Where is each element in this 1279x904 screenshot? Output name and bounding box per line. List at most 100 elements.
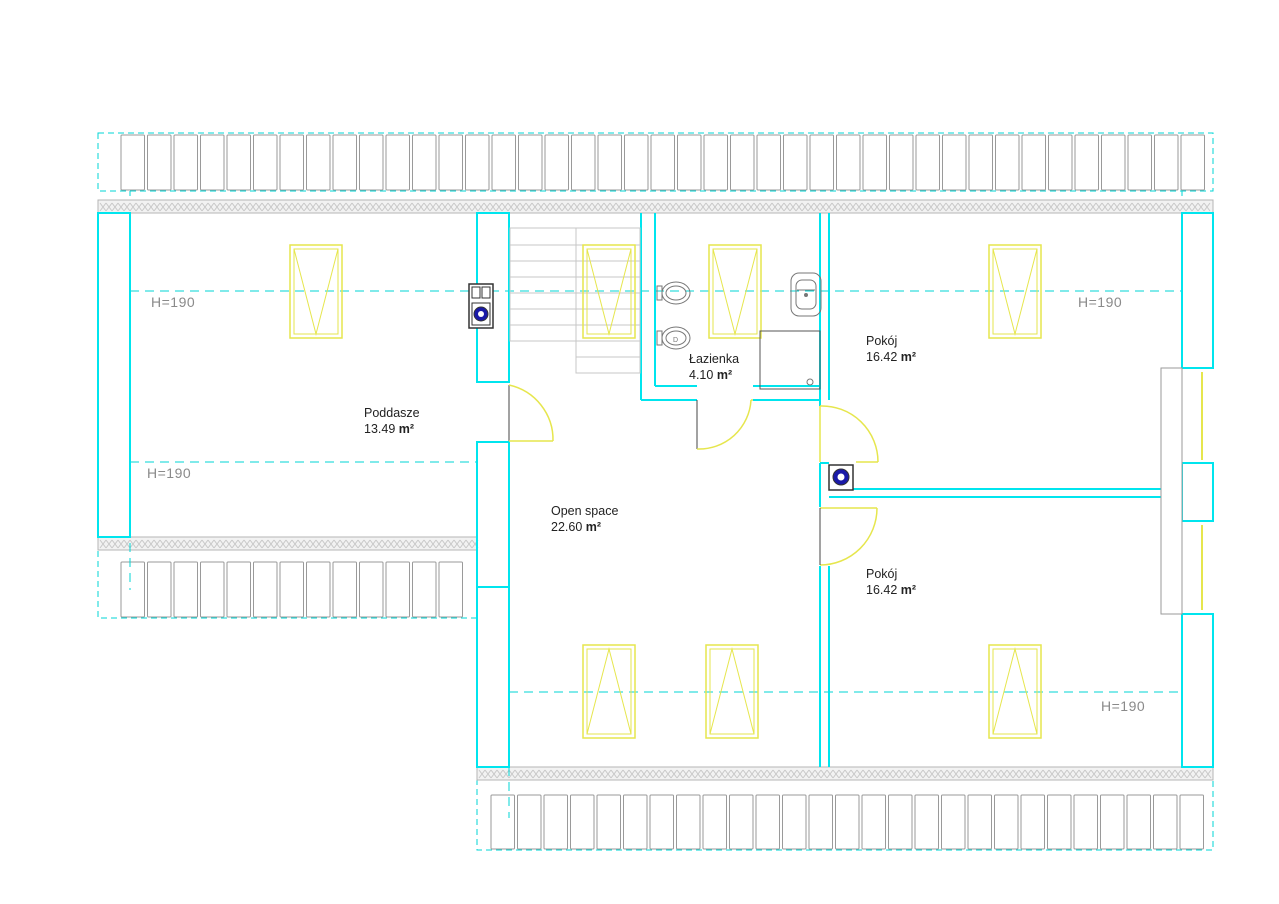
area-unit: m²: [586, 520, 601, 534]
svg-text:13.49 m²: 13.49 m²: [364, 422, 414, 436]
roof-tile: [755, 794, 780, 850]
roof-tile: [889, 134, 914, 191]
bidet-icon: D: [656, 326, 691, 350]
roof-tile: [544, 134, 569, 191]
roof-tile: [517, 794, 542, 850]
roof-tile: [226, 134, 251, 191]
room-area: 16.42: [866, 350, 897, 364]
roof-tile: [1179, 794, 1204, 850]
svg-text:16.42 m²: 16.42 m²: [866, 583, 916, 597]
roof-tile: [438, 561, 463, 618]
door-pokoj-lower: [819, 507, 878, 566]
roof-tile: [438, 134, 463, 191]
walls: [97, 212, 1214, 768]
roof-window: [582, 644, 636, 739]
roof-tile: [385, 561, 410, 618]
room-label-lazienka: Łazienka 4.10 m²: [689, 352, 739, 382]
roof-tile: [173, 561, 198, 618]
roof-window: [289, 244, 343, 339]
roof-tile: [702, 794, 727, 850]
roof-tile: [412, 134, 437, 191]
room-area: 22.60: [551, 520, 582, 534]
room-area: 4.10: [689, 368, 713, 382]
roof-tile: [279, 561, 304, 618]
roof-tile: [624, 134, 649, 191]
roof-tile: [465, 134, 490, 191]
roof-tile: [147, 561, 172, 618]
roof-eave-bottom: [476, 766, 1214, 851]
svg-text:22.60 m²: 22.60 m²: [551, 520, 601, 534]
roof-tile: [783, 134, 808, 191]
roof-tile: [385, 134, 410, 191]
roof-tile: [120, 561, 145, 618]
roof-tile: [253, 134, 278, 191]
roof-window: [705, 644, 759, 739]
roof-tile: [623, 794, 648, 850]
roof-tile: [782, 794, 807, 850]
height-label: H=190: [1078, 294, 1122, 310]
roof-tile: [729, 794, 754, 850]
roof-eave-left-bottom: [97, 536, 479, 619]
roof-tile: [914, 794, 939, 850]
vent-icon: [828, 464, 854, 491]
room-area: 13.49: [364, 422, 395, 436]
roof-tile: [253, 561, 278, 618]
room-label-poddasze: Poddasze 13.49 m²: [364, 406, 420, 436]
room-name: Łazienka: [689, 352, 739, 366]
roof-tile: [147, 134, 172, 191]
roof-tile: [941, 794, 966, 850]
roof-tile: [359, 134, 384, 191]
door-pokoj-upper: [819, 405, 879, 463]
roof-tile: [676, 794, 701, 850]
roof-tile: [412, 561, 437, 618]
roof-tile: [808, 794, 833, 850]
gable-window: [1160, 367, 1203, 615]
roof-tile: [597, 134, 622, 191]
shower-icon: [759, 330, 821, 390]
roof-tile: [332, 134, 357, 191]
roof-tile: [571, 134, 596, 191]
area-unit: m²: [901, 583, 916, 597]
roof-tile: [1020, 794, 1045, 850]
roof-tile: [1127, 134, 1152, 191]
roof-tile: [306, 561, 331, 618]
roof-tile: [332, 561, 357, 618]
roof-tile: [835, 794, 860, 850]
roof-window: [582, 244, 636, 339]
roof-tile: [994, 794, 1019, 850]
roof-tile: [200, 561, 225, 618]
svg-text:4.10 m²: 4.10 m²: [689, 368, 732, 382]
roof-tile: [1100, 794, 1125, 850]
roof-tile: [703, 134, 728, 191]
room-name: Pokój: [866, 334, 897, 348]
roof-tile: [942, 134, 967, 191]
roof-windows: [289, 244, 1042, 739]
room-name: Open space: [551, 504, 618, 518]
roof-tile: [543, 794, 568, 850]
doors: [508, 384, 879, 566]
roof-tile: [967, 794, 992, 850]
room-name: Poddasze: [364, 406, 420, 420]
roof-tile: [1154, 134, 1179, 191]
roof-tile: [677, 134, 702, 191]
roof-window: [708, 244, 762, 339]
roof-tile: [968, 134, 993, 191]
door-poddasze: [508, 384, 554, 442]
roof-tile: [1047, 794, 1072, 850]
roof-tile: [861, 794, 886, 850]
roof-tile: [120, 134, 145, 191]
height-label: H=190: [1101, 698, 1145, 714]
chimney-icon: [468, 283, 494, 329]
roof-tile: [226, 561, 251, 618]
area-unit: m²: [399, 422, 414, 436]
roof-tile: [809, 134, 834, 191]
roof-window: [988, 244, 1042, 339]
room-name: Pokój: [866, 567, 897, 581]
roof-tile: [1073, 794, 1098, 850]
roof-tile: [730, 134, 755, 191]
roof-tile: [518, 134, 543, 191]
roof-tile: [649, 794, 674, 850]
roof-tile: [306, 134, 331, 191]
room-area: 16.42: [866, 583, 897, 597]
roof-tile: [200, 134, 225, 191]
